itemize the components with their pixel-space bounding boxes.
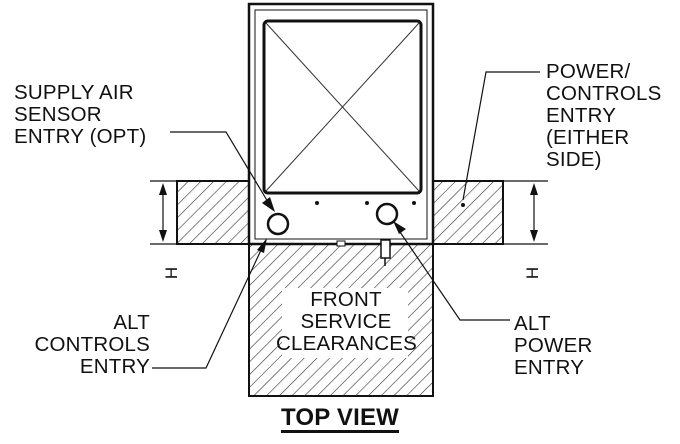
leader-alt-power xyxy=(399,231,510,321)
dim-left-label: H xyxy=(162,266,182,280)
dim-left-arrow-up xyxy=(159,183,167,195)
power-controls-entry-label: POWER/ CONTROLS ENTRY (EITHER SIDE) xyxy=(546,60,662,171)
bolt-dot xyxy=(315,201,319,205)
fitting xyxy=(336,240,346,247)
alt-power-entry-label: ALT POWER ENTRY xyxy=(514,312,593,379)
bolt-dot xyxy=(412,201,416,205)
leader-alt-power-arrow xyxy=(393,221,406,234)
right-side-clearance xyxy=(432,180,504,245)
leader-alt-controls-arrow xyxy=(257,238,267,253)
leader-alt-controls xyxy=(152,247,263,369)
supply-air-sensor-label: SUPPLY AIR SENSOR ENTRY (OPT) xyxy=(14,81,147,148)
panel-diagonal-2 xyxy=(265,22,420,192)
dim-right-arrow-up xyxy=(530,183,538,195)
power-entry-hole xyxy=(375,202,399,226)
left-side-clearance xyxy=(176,180,250,245)
diagram-title: TOP VIEW xyxy=(280,404,400,431)
bolt-dot xyxy=(365,201,369,205)
leader-power-controls xyxy=(462,71,540,201)
leader-supply-air-arrow xyxy=(262,197,275,212)
bolt-dot xyxy=(461,203,465,207)
supply-air-entry-hole xyxy=(266,212,290,236)
front-service-label-backdrop xyxy=(282,288,408,358)
alt-controls-entry-label: ALT CONTROLS ENTRY xyxy=(34,311,150,378)
front-service-clearances-label: FRONT SERVICE CLEARANCES xyxy=(276,288,417,355)
unit-inner-border xyxy=(254,9,428,240)
dim-right-arrow-down xyxy=(530,230,538,242)
fitting xyxy=(380,239,391,259)
leader-supply-air xyxy=(170,131,269,203)
dim-left-arrow-down xyxy=(159,230,167,242)
dim-right-label: H xyxy=(523,266,543,280)
